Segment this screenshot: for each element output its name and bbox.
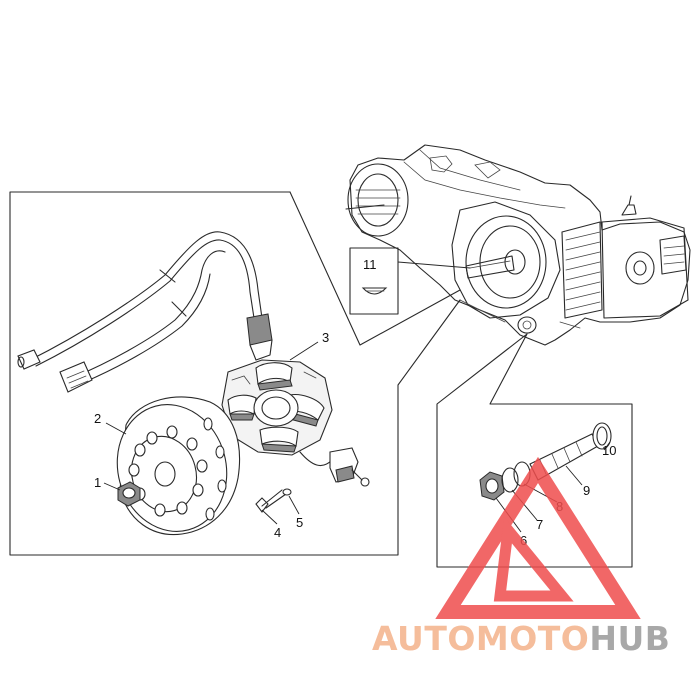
engine-assembly [345,144,691,346]
callout-3: 3 [322,330,329,345]
watermark-hub: HUB [589,619,670,658]
callout-9: 9 [583,483,590,498]
watermark-auto: AUTO [372,619,476,658]
pickup-sensor [299,447,370,487]
watermark-logo: AUTOMOTOHUB [372,456,670,658]
callout-2: 2 [94,411,101,426]
flywheel-nut [117,481,141,507]
stator [221,359,333,456]
wiring-harness [17,231,273,393]
callout-5: 5 [296,515,303,530]
callout-1: 1 [94,475,101,490]
watermark-moto: MOTO [476,619,589,658]
callout-10: 10 [602,443,616,458]
callout-4: 4 [274,525,281,540]
detail-frames [9,191,633,568]
svg-text:AUTOMOTOHUB: AUTOMOTOHUB [372,619,670,658]
callout-11: 11 [363,257,377,272]
flywheel [116,396,241,536]
callout-7: 7 [536,517,543,532]
woodruff-key [361,287,388,295]
screw-and-washer [255,488,292,513]
